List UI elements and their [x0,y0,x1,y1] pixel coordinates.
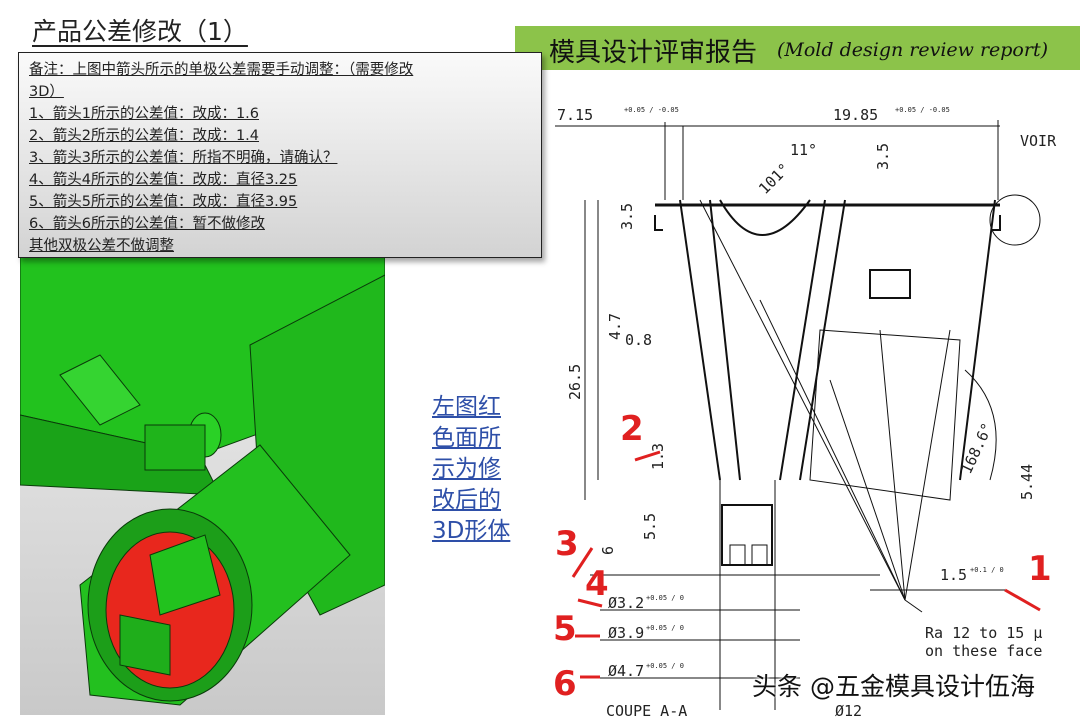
header-subtitle: (Mold design review report) [777,39,1049,61]
technical-drawing: 7.15 19.85 11° 101° 3.5 3.5 4.7 26.5 0.8… [553,106,1057,720]
section-label: COUPE A-A [606,702,687,720]
report-header: 模具设计评审报告 (Mold design review report) [515,26,1080,70]
dim-7-15: 7.15 [557,106,593,124]
note-line: 备注：上图中箭头所示的单极公差需要手动调整：（需要修改 [29,62,414,78]
dim-dia-3-9: Ø3.9 [608,624,644,642]
note-line: 6、箭头6所示的公差值：暂不做修改 [29,216,265,232]
dim-4-7: 4.7 [606,313,624,340]
tol-7-15: +0.05 / -0.05 [624,106,679,114]
dim-angle-101: 101° [755,160,793,198]
roughness-label: Ra 12 to 15 µ [925,624,1042,642]
tol-1-5: +0.1 / 0 [970,566,1004,574]
dim-dia-12: Ø12 [835,702,862,720]
note-line: 1、箭头1所示的公差值：改成：1.6 [29,106,260,122]
watermark: 头条 @五金模具设计伍海 [752,672,1035,701]
dim-angle-11: 11° [790,141,817,159]
dim-3-5-left: 3.5 [618,203,636,230]
dim-19-85: 19.85 [833,106,878,124]
marker-1: 1 [1028,549,1052,589]
arrow-4 [577,598,603,608]
note-line: 3、箭头3所示的公差值：所指不明确，请确认？ [29,150,338,166]
marker-3: 3 [555,524,579,564]
arrow-2 [634,450,661,462]
note-line: 3D） [29,84,64,100]
tol-dia-3-9: +0.05 / 0 [646,624,684,632]
note-line: 5、箭头5所示的公差值：改成：直径3.95 [29,194,298,210]
voir-label: VOIR [1020,132,1057,150]
tol-19-85: +0.05 / -0.05 [895,106,950,114]
dim-5-5: 5.5 [641,513,659,540]
page-title: 产品公差修改（1） [32,17,248,46]
cad-3d-model-image [20,255,385,715]
arrow-1 [1004,588,1041,612]
dim-5-44: 5.44 [1018,464,1036,500]
arrow-3 [571,547,594,578]
dim-26-5: 26.5 [566,364,584,400]
tol-dia-3-2: +0.05 / 0 [646,594,684,602]
dim-3-5-top: 3.5 [874,143,892,170]
marker-5: 5 [553,609,577,649]
dim-dia-4-7: Ø4.7 [608,662,644,680]
caption-line: 色面所 [432,425,501,451]
dim-dia-3-2: Ø3.2 [608,594,644,612]
note-line: 4、箭头4所示的公差值：改成：直径3.25 [29,172,298,188]
caption-line: 左图红 [432,394,501,420]
marker-6: 6 [553,664,577,704]
marker-2: 2 [620,409,644,449]
dim-1-3: 1.3 [649,443,667,470]
roughness-label-2: on these face [925,642,1042,660]
header-title: 模具设计评审报告 [549,38,758,68]
caption-line: 示为修 [432,456,501,482]
note-line: 其他双极公差不做调整 [29,238,174,254]
tol-dia-4-7: +0.05 / 0 [646,662,684,670]
marker-4: 4 [585,564,609,604]
notes-box: 备注：上图中箭头所示的单极公差需要手动调整：（需要修改 3D） 1、箭头1所示的… [18,52,542,258]
caption-line: 改后的 [432,487,501,513]
dim-6: 6 [599,546,617,555]
caption-3d-note: 左图红 色面所 示为修 改后的 3D形体 [432,392,528,547]
note-line: 2、箭头2所示的公差值：改成：1.4 [29,128,260,144]
dim-1-5: 1.5 [940,566,967,584]
dim-0-8: 0.8 [625,331,652,349]
caption-line: 3D形体 [432,518,511,544]
